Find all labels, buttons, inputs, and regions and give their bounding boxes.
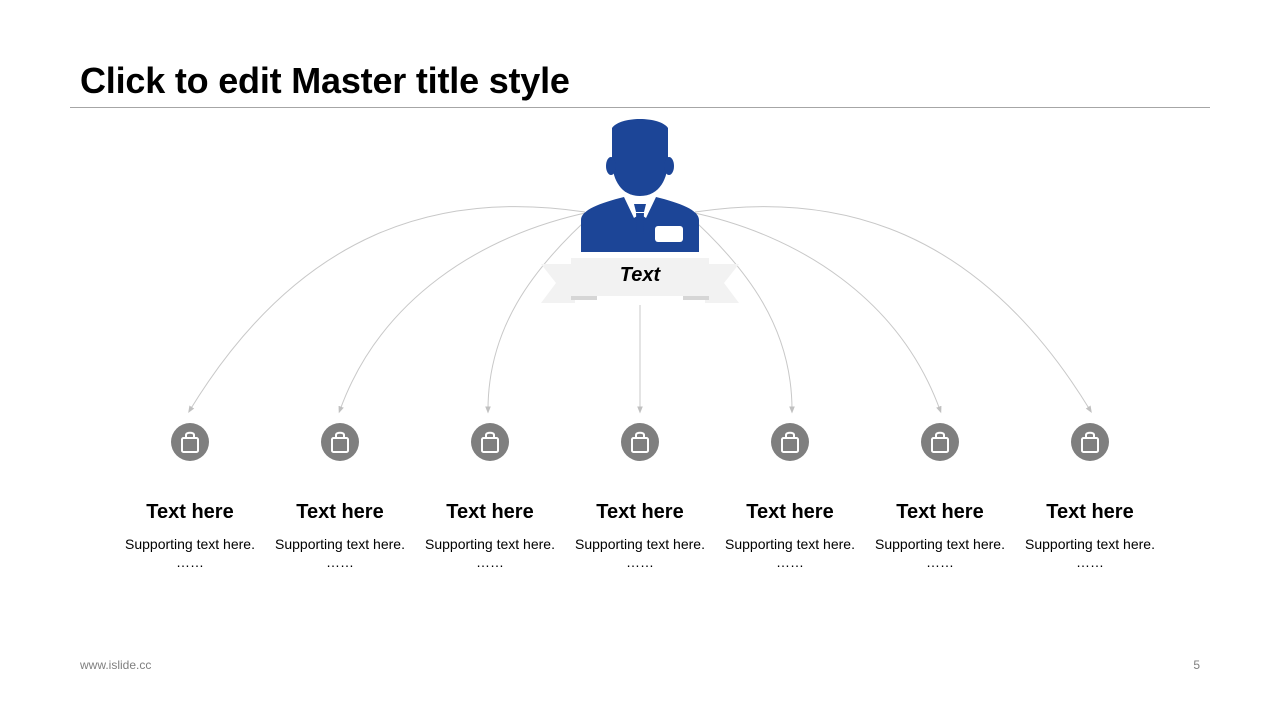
item-supporting-text[interactable]: Supporting text here. — [275, 536, 405, 552]
item-title[interactable]: Text here — [596, 501, 684, 523]
item-supporting-text[interactable]: Supporting text here. — [725, 536, 855, 552]
shopping-bag-icon — [621, 423, 659, 461]
item-ellipsis: …… — [176, 554, 204, 570]
item-ellipsis: …… — [626, 554, 654, 570]
item-title[interactable]: Text here — [1046, 501, 1134, 523]
center-label[interactable]: Text — [619, 264, 661, 286]
item-ellipsis: …… — [1076, 554, 1104, 570]
footer-website: www.islide.cc — [80, 658, 152, 672]
item-supporting-text[interactable]: Supporting text here. — [575, 536, 705, 552]
slide-title[interactable]: Click to edit Master title style — [80, 60, 570, 101]
item-title[interactable]: Text here — [896, 501, 984, 523]
item-supporting-text[interactable]: Supporting text here. — [125, 536, 255, 552]
shopping-bag-icon — [321, 423, 359, 461]
connector-3 — [485, 211, 596, 414]
center-ribbon — [541, 258, 739, 303]
shopping-bag-icon — [471, 423, 509, 461]
connector-7 — [694, 206, 1092, 413]
connector-5 — [684, 211, 795, 414]
item-supporting-text[interactable]: Supporting text here. — [425, 536, 555, 552]
item-title[interactable]: Text here — [296, 501, 384, 523]
shopping-bag-icon — [921, 423, 959, 461]
item-ellipsis: …… — [926, 554, 954, 570]
page-number: 5 — [1193, 658, 1200, 672]
connector-2 — [338, 211, 591, 414]
person-with-badge-icon — [581, 119, 699, 252]
connector-6 — [689, 211, 942, 414]
item-supporting-text[interactable]: Supporting text here. — [1025, 536, 1155, 552]
item-ellipsis: …… — [476, 554, 504, 570]
shopping-bag-icon — [1071, 423, 1109, 461]
item-title[interactable]: Text here — [446, 501, 534, 523]
item-title[interactable]: Text here — [746, 501, 834, 523]
item-title[interactable]: Text here — [146, 501, 234, 523]
shopping-bag-icon — [771, 423, 809, 461]
item-ellipsis: …… — [326, 554, 354, 570]
title-divider — [70, 107, 1210, 108]
item-ellipsis: …… — [776, 554, 804, 570]
item-supporting-text[interactable]: Supporting text here. — [875, 536, 1005, 552]
shopping-bag-icon — [171, 423, 209, 461]
connector-1 — [188, 206, 586, 413]
connector-lines — [188, 206, 1092, 414]
